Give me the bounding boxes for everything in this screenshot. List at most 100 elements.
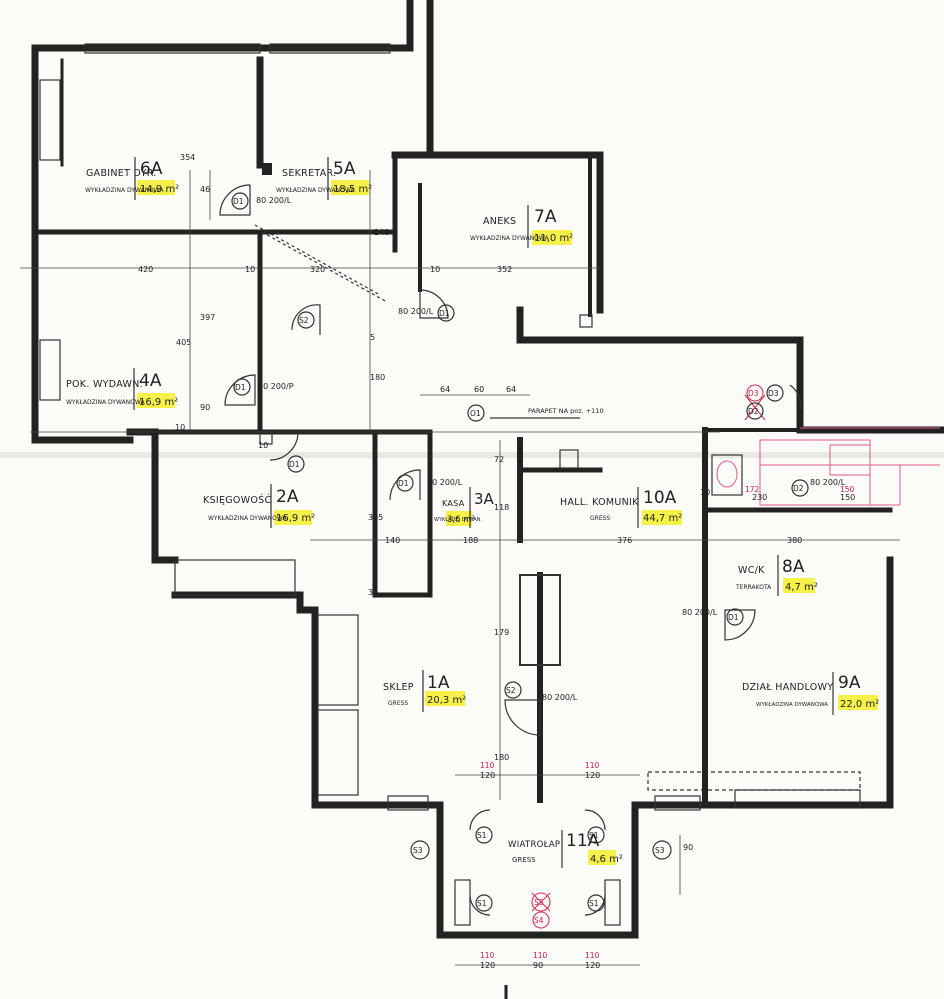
dim-label: 172 xyxy=(745,485,760,494)
room-name: WIATROŁAP xyxy=(508,840,560,850)
room-area: 20,3 m² xyxy=(427,695,466,706)
dim-label: 90 xyxy=(200,403,210,412)
room-code: 8A xyxy=(782,557,805,577)
room-5a: SEKRETAR. 5A WYKŁADZINA DYWANOWA 18,5 m² xyxy=(276,157,372,200)
dim-label: 46 xyxy=(200,185,210,194)
door-tag: S3 xyxy=(413,846,423,855)
dim-label: 10 xyxy=(700,488,710,497)
opening-tag: O1 xyxy=(470,409,481,418)
room-area: 16,9 m² xyxy=(139,397,178,408)
dim-label: 90 xyxy=(533,961,543,970)
door-size: 80 200/L xyxy=(542,693,578,702)
dim-label: 240 xyxy=(374,228,389,237)
dim-label: 120 xyxy=(480,771,495,780)
room-finish: WYKŁADZINA DYWANOWA xyxy=(66,399,145,406)
dim-label: 10 xyxy=(245,265,255,274)
door-tag: D2 xyxy=(793,484,804,493)
door-tag: D1 xyxy=(233,197,244,206)
dim-label: 180 xyxy=(494,753,509,762)
room-code: 5A xyxy=(333,159,356,179)
room-name: GABINET DYR. xyxy=(86,168,157,179)
room-area: 11,0 m² xyxy=(534,233,573,244)
dim-label: 380 xyxy=(787,536,802,545)
room-finish: TERRAKOTA xyxy=(735,584,772,591)
dim-label: 180 xyxy=(370,373,385,382)
room-code: 4A xyxy=(139,371,162,391)
door-tag: S3 xyxy=(655,846,665,855)
dim-label: 376 xyxy=(617,536,632,545)
dimension-lines xyxy=(20,170,900,966)
dim-label: 64 xyxy=(440,385,450,394)
door-tag: S8 xyxy=(534,898,544,907)
door-sizes: 80 200/L 80 200/P 80 200/L 80 200/L 80 2… xyxy=(256,196,846,702)
dim-label: 397 xyxy=(200,313,215,322)
room-finish: GRESS xyxy=(512,856,536,864)
dim-label: 110 xyxy=(533,951,548,960)
door-tag: S1 xyxy=(477,899,487,908)
dim-label: 118 xyxy=(494,503,509,512)
door-size: 80 200/P xyxy=(258,382,294,391)
room-7a: ANEKS 7A WYKŁADZINA DYWANOWA 11,0 m² xyxy=(470,205,573,248)
door-tag: S1 xyxy=(477,831,487,840)
door-tag: D1 xyxy=(235,383,246,392)
door-tag: S4 xyxy=(534,916,544,925)
room-area: 22,0 m² xyxy=(840,699,879,710)
dim-label: 320 xyxy=(310,265,325,274)
room-4a: POK. WYDAWN. 4A WYKŁADZINA DYWANOWA 16,9… xyxy=(66,368,178,410)
dim-label: 110 xyxy=(585,761,600,770)
red-markup xyxy=(711,394,940,506)
door-tag: D1 xyxy=(398,479,409,488)
room-area: 44,7 m² xyxy=(643,513,682,524)
door-tag: D3 xyxy=(748,389,759,398)
room-6a: GABINET DYR. 6A WYKŁADZINA DYWANOWA 14,9… xyxy=(85,157,179,200)
door-size: 80 200/L xyxy=(427,478,463,487)
dim-label: 64 xyxy=(506,385,516,394)
room-name: POK. WYDAWN. xyxy=(66,379,143,390)
dim-label: 110 xyxy=(480,761,495,770)
room-finish: GRESS xyxy=(590,515,610,522)
room-code: 11A xyxy=(566,831,600,851)
room-code: 6A xyxy=(140,159,163,179)
room-area: 18,5 m² xyxy=(333,184,372,195)
interior-walls xyxy=(32,56,893,803)
dim-label: 179 xyxy=(494,628,509,637)
door-tag: D1 xyxy=(728,613,739,622)
door-tag: D1 xyxy=(289,460,300,469)
room-code: 2A xyxy=(276,487,299,507)
door-tag: D1 xyxy=(439,309,450,318)
door-tag: D3 xyxy=(768,389,779,398)
door-tag: S1 xyxy=(589,831,599,840)
room-code: 10A xyxy=(643,488,677,508)
door-size: 80 200/L xyxy=(398,307,434,316)
dim-label: 305 xyxy=(368,513,383,522)
dim-label: 230 xyxy=(752,493,767,502)
dimension-texts: 420 10 320 10 352 354 240 397 405 90 180… xyxy=(138,153,855,970)
room-finish: WYKŁADZ. DYWAN. xyxy=(434,517,482,523)
room-finish: WYKŁADZINA DYWANOWA xyxy=(756,702,828,708)
dim-label: 140 xyxy=(385,536,400,545)
room-finish: WYKŁADZINA DYWANOWA xyxy=(470,235,549,242)
room-area: 4,6 m² xyxy=(590,854,623,865)
room-finish: WYKŁADZINA DYWANOWA xyxy=(85,187,164,194)
door-size: 80 200/L xyxy=(256,196,292,205)
room-area: 16,9 m² xyxy=(276,513,315,524)
dim-label: 10 xyxy=(175,423,185,432)
door-tag: S2 xyxy=(506,686,516,695)
room-code: 1A xyxy=(427,673,450,693)
room-name: ANEKS xyxy=(483,216,516,227)
room-area: 3,6 m² xyxy=(447,515,475,525)
dim-label: 120 xyxy=(585,771,600,780)
room-area: 4,7 m² xyxy=(785,582,818,593)
dim-label: 352 xyxy=(497,265,512,274)
room-1a: SKLEP 1A GRESS 20,3 m² xyxy=(383,670,466,712)
door-size: 80 200/L xyxy=(810,478,846,487)
room-code: 9A xyxy=(838,673,861,693)
room-10a: HALL. KOMUNIK 10A GRESS 44,7 m² xyxy=(560,487,682,528)
dim-label: 188 xyxy=(463,536,478,545)
door-tag: S1 xyxy=(589,899,599,908)
room-name: SKLEP xyxy=(383,682,414,693)
dim-label: 420 xyxy=(138,265,153,274)
room-name: DZIAŁ HANDLOWY xyxy=(742,682,833,693)
door-size: 80 200/L xyxy=(682,608,718,617)
